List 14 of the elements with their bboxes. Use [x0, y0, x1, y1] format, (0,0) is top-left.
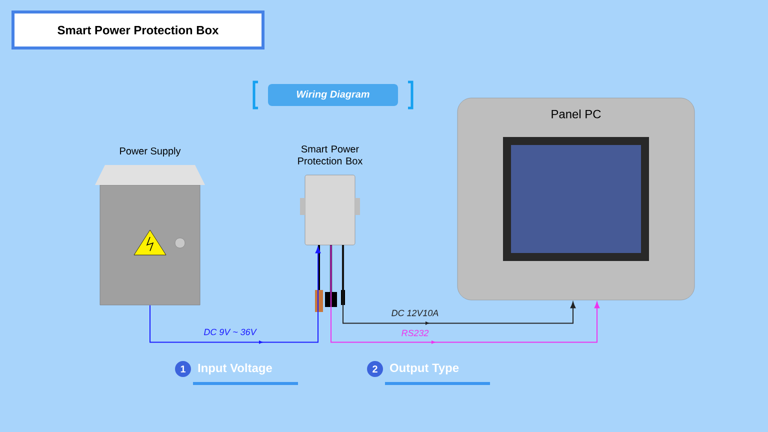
number-badge: 1 — [175, 361, 191, 377]
node-label: Power Supply — [120, 147, 181, 156]
cabinet-drawing: Power Supply — [95, 147, 205, 306]
title-banner: Smart Power Protection Box — [12, 10, 264, 50]
device-drawing: Smart Power Protection Box — [298, 145, 363, 246]
wire-arrow — [330, 244, 600, 344]
number-badge: 2 — [367, 361, 383, 377]
wire-arrow — [342, 244, 576, 325]
node-label: Smart Power Protection Box — [298, 145, 363, 164]
wire-arrow — [150, 246, 321, 344]
section-heading: Output Type — [390, 364, 459, 374]
section-banner: Wiring Diagram — [252, 80, 414, 110]
section-heading: Input Voltage — [198, 363, 272, 375]
panel-pc-drawing: Panel PC — [457, 98, 695, 300]
